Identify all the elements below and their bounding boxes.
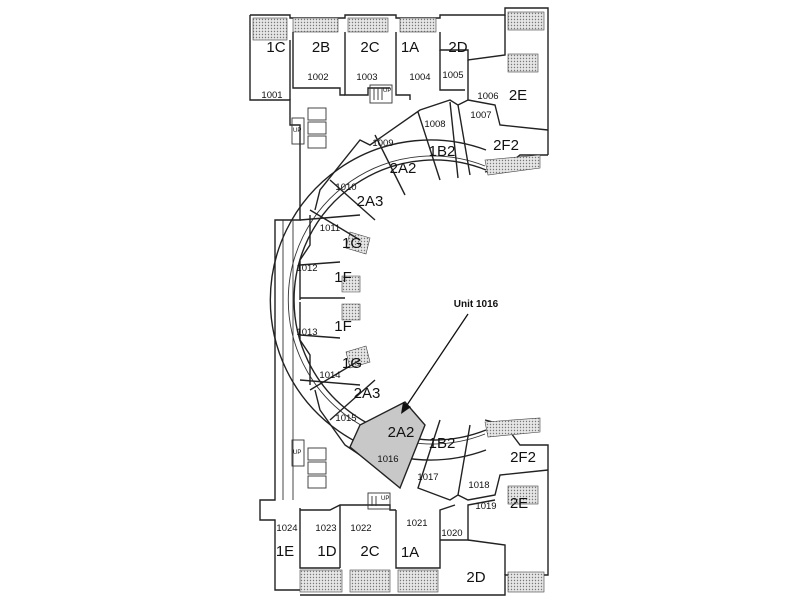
unit-number: 1010	[335, 182, 356, 193]
unit-type: 1G	[342, 235, 362, 252]
unit-number: 1024	[276, 523, 297, 534]
stair-label-top: UP	[383, 88, 391, 94]
unit-type: 2C	[360, 543, 379, 560]
unit-number: 1005	[442, 70, 463, 81]
unit-type: 2E	[509, 87, 527, 104]
unit-type: 2A3	[354, 385, 381, 402]
unit-number: 1011	[320, 223, 340, 234]
top-rooms: UP UP	[289, 15, 549, 149]
unit-number: 1007	[470, 110, 491, 121]
unit-type: 1B2	[429, 143, 456, 160]
unit-type: 2D	[448, 39, 467, 56]
unit-type: 1G	[342, 355, 362, 372]
balconies	[252, 11, 545, 593]
unit-number: 1021	[406, 518, 427, 529]
unit-type: 2A3	[357, 193, 384, 210]
stair-label-top-left: UP	[293, 128, 301, 134]
unit-type: 1B2	[429, 435, 456, 452]
unit-number: 1015	[335, 413, 356, 424]
unit-type: 2F2	[493, 137, 519, 154]
callout-label: Unit 1016	[454, 299, 499, 310]
unit-number: 1004	[409, 72, 430, 83]
unit-number: 1022	[350, 523, 371, 534]
unit-type: 1D	[317, 543, 336, 560]
unit-number: 1008	[424, 119, 445, 130]
unit-type: 2A2	[388, 424, 415, 441]
unit-type: 1C	[266, 39, 285, 56]
unit-type: 2A2	[390, 160, 417, 177]
unit-number: 1014	[319, 370, 340, 381]
unit-type: 1F	[334, 318, 352, 335]
radial-rooms-top	[299, 99, 471, 300]
unit-number: 1012	[296, 263, 317, 274]
unit-number: 1018	[468, 480, 489, 491]
unit-type: 2B	[312, 39, 330, 56]
unit-type: 2E	[510, 495, 528, 512]
callout-arrowhead	[401, 402, 411, 414]
callout-arrow-line	[404, 313, 469, 409]
unit-type: 1E	[276, 543, 294, 560]
unit-number: 1023	[315, 523, 336, 534]
stair-label-bottom: UP	[381, 496, 389, 502]
unit-callout: Unit 1016	[401, 299, 499, 414]
unit-number: 1020	[441, 528, 462, 539]
unit-type: 2C	[360, 39, 379, 56]
bottom-rooms: UP UP	[291, 439, 506, 575]
unit-number: 1002	[307, 72, 328, 83]
unit-number: 1019	[475, 501, 496, 512]
unit-number: 1001	[261, 90, 282, 101]
stair-label-bottom-left: UP	[293, 450, 301, 456]
unit-number: 1013	[296, 327, 317, 338]
unit-number: 1016	[377, 454, 398, 465]
unit-number: 1006	[477, 91, 498, 102]
unit-type: 1A	[401, 39, 419, 56]
unit-type: 2D	[466, 569, 485, 586]
unit-number: 1009	[372, 138, 393, 149]
unit-type: 2F2	[510, 449, 536, 466]
unit-number: 1017	[417, 472, 438, 483]
radial-rooms-bottom	[299, 302, 549, 501]
unit-number: 1003	[356, 72, 377, 83]
unit-1016-highlight	[349, 401, 426, 490]
unit-type: 1F	[334, 269, 352, 286]
unit-labels: 1C 1001 2B 1002 2C 1003 1A 1004 2D 1005 …	[261, 39, 536, 586]
unit-type: 1A	[401, 544, 419, 561]
